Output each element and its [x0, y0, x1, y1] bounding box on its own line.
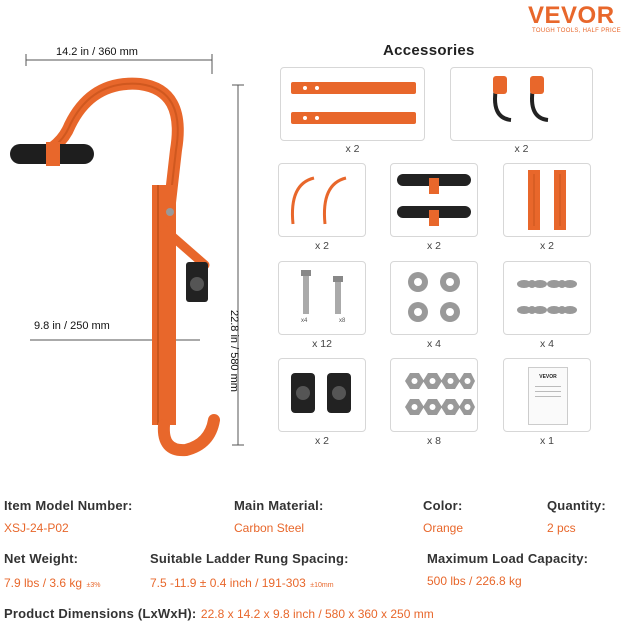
- accessory-qty: x 2: [314, 240, 329, 252]
- accessories-title: Accessories: [383, 42, 475, 59]
- accessory-tile: [390, 358, 478, 432]
- material-label: Main Material:: [234, 498, 324, 513]
- accessory-qty: x 2: [314, 435, 329, 447]
- hook-clip-icon: [493, 76, 549, 122]
- load-value: 500 lbs / 226.8 kg: [427, 574, 522, 588]
- color-value: Orange: [423, 521, 464, 535]
- weight-label: Net Weight:: [4, 551, 79, 566]
- dims-value: 22.8 x 14.2 x 9.8 inch / 580 x 360 x 250…: [200, 607, 434, 621]
- manual-icon: VEVOR: [528, 367, 568, 425]
- accessory-qty: x 2: [539, 240, 554, 252]
- accessory-tile: [450, 67, 593, 141]
- accessory-qty: x 2: [514, 143, 529, 155]
- spacing-value-group: 7.5 -11.9 ± 0.4 inch / 191-303 ±10mm: [150, 574, 334, 592]
- dims-label: Product Dimensions (LxWxH):: [4, 606, 197, 621]
- model-value: XSJ-24-P02: [4, 521, 69, 535]
- accessory-qty: x 12: [312, 338, 332, 350]
- accessory-tile: [278, 163, 366, 237]
- spacing-value: 7.5 -11.9 ± 0.4 inch / 191-303: [150, 576, 306, 590]
- weight-value-group: 7.9 lbs / 3.6 kg ±3%: [4, 574, 100, 592]
- accessory-tile: [390, 163, 478, 237]
- bolt-sub-qty: x4: [301, 318, 308, 324]
- accessory-tile: VEVOR: [503, 358, 591, 432]
- accessory-qty: x 2: [426, 240, 441, 252]
- accessory-qty: x 4: [539, 338, 554, 350]
- accessory-qty: x 1: [539, 435, 554, 447]
- manual-brand: VEVOR: [539, 374, 557, 380]
- load-label: Maximum Load Capacity:: [427, 551, 589, 566]
- weight-note: ±3%: [86, 582, 101, 589]
- accessory-tile: [280, 67, 425, 141]
- weight-value: 7.9 lbs / 3.6 kg: [4, 576, 83, 590]
- accessory-tile: [278, 358, 366, 432]
- brand-tagline: TOUGH TOOLS, HALF PRICE: [532, 28, 621, 34]
- wing-nut-icon: [517, 280, 577, 314]
- accessory-qty: x 4: [426, 338, 441, 350]
- dimensions-row: Product Dimensions (LxWxH): 22.8 x 14.2 …: [4, 605, 434, 623]
- bolt-icon: [301, 270, 343, 314]
- brand-logo: VEVOR: [528, 2, 615, 29]
- color-label: Color:: [423, 498, 463, 513]
- strap-bars-icon: [291, 82, 416, 124]
- material-value: Carbon Steel: [234, 521, 305, 535]
- accessory-tile: [503, 163, 591, 237]
- bracket-plate-icon: [528, 170, 566, 230]
- depth-dimension: 9.8 in / 250 mm: [34, 320, 110, 332]
- accessory-tile: x4 x8: [278, 261, 366, 335]
- accessory-qty: x 8: [426, 435, 441, 447]
- quantity-value: 2 pcs: [547, 521, 576, 535]
- height-dimension: 22.8 in / 580 mm: [228, 310, 240, 392]
- width-dimension: 14.2 in / 360 mm: [56, 46, 138, 58]
- spacing-note: ±10mm: [310, 582, 334, 589]
- accessory-tile: [503, 261, 591, 335]
- product-illustration: [10, 54, 244, 457]
- accessory-qty: x 2: [345, 143, 360, 155]
- spacing-label: Suitable Ladder Rung Spacing:: [150, 551, 349, 566]
- accessory-tile: [390, 261, 478, 335]
- handle-bar-icon: [397, 174, 471, 226]
- wheel-icon: [291, 373, 351, 413]
- quantity-label: Quantity:: [547, 498, 606, 513]
- hex-nut-icon: [405, 373, 475, 415]
- washer-icon: [408, 272, 460, 322]
- model-label: Item Model Number:: [4, 498, 133, 513]
- bolt-sub-qty: x8: [339, 318, 346, 324]
- arc-rod-icon: [290, 176, 347, 225]
